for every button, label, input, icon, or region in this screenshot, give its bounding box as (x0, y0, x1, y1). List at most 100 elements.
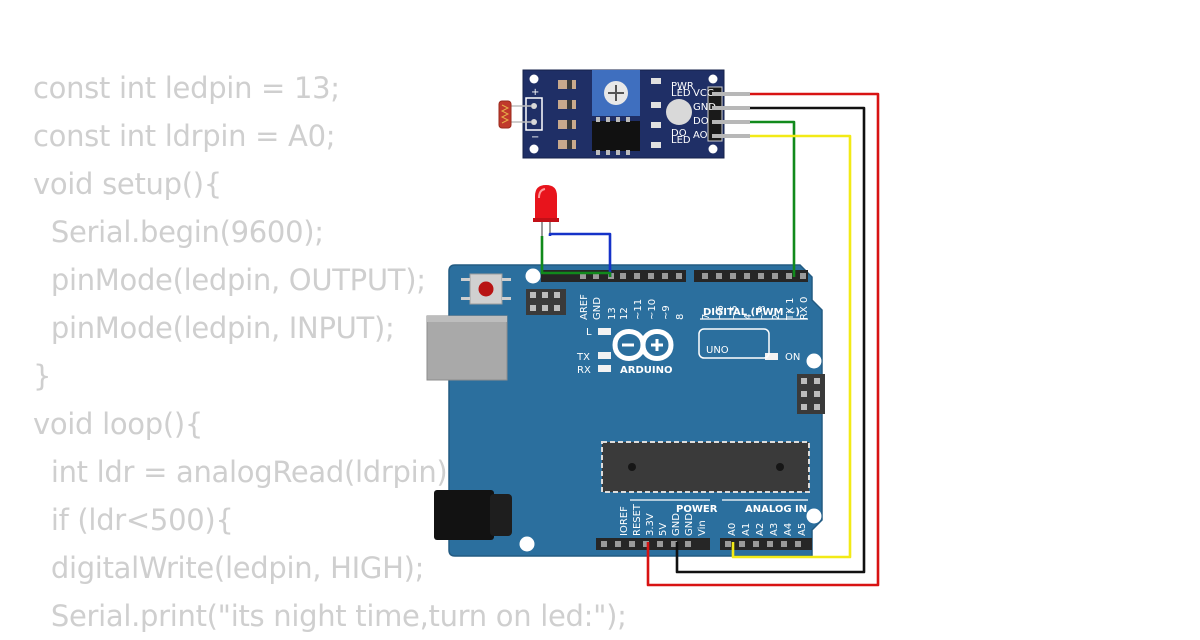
digital-pin-socket (730, 273, 736, 279)
digital-pin-socket (786, 273, 792, 279)
digital-pin-socket (580, 273, 586, 279)
mounting-hole (806, 508, 822, 524)
atmega-chip (601, 441, 810, 493)
code-line: Serial.begin(9600); (33, 215, 324, 249)
analog-pin-socket (781, 541, 787, 547)
digital-pin-label: 12 (619, 307, 630, 320)
analog-pin-socket (739, 541, 745, 547)
analog-pin-label: A1 (741, 523, 752, 536)
analog-header (720, 538, 812, 550)
icsp-header-right (797, 374, 825, 414)
code-line: void loop(){ (33, 407, 204, 441)
sensor-pin (712, 120, 750, 124)
mounting-hole (525, 268, 541, 284)
comparator-chip (592, 117, 640, 155)
power-pin-socket (685, 541, 691, 547)
power-pin-label: GND (671, 513, 682, 536)
digital-pin-socket (716, 273, 722, 279)
power-pin-label: 5V (658, 523, 669, 536)
digital-pin-socket (620, 273, 626, 279)
arduino-logo-text: ARDUINO (620, 365, 672, 376)
code-line: pinMode(ledpin, INPUT); (33, 311, 395, 345)
analog-pin-socket (795, 541, 801, 547)
rx-led-label: RX (577, 365, 591, 376)
digital-pin-label: ~11 (633, 299, 644, 320)
analog-header-label: ANALOG IN (745, 504, 807, 515)
power-pin-label: GND (684, 513, 695, 536)
sensor-pin-label: AO (693, 130, 708, 141)
sensor-pin (712, 134, 750, 138)
digital-pin-label: 13 (607, 307, 618, 320)
plus-label: + (531, 87, 539, 98)
do-led-label-2: LED (671, 135, 691, 146)
digital-header-label: DIGITAL (PWM ~) (703, 307, 800, 318)
model-badge (698, 328, 770, 359)
wire-do-to-pin2 (750, 120, 796, 277)
digital-pin-socket (758, 273, 764, 279)
digital-pin-socket (800, 273, 806, 279)
power-pin-label: 3.3V (645, 513, 656, 536)
indicator-led (666, 99, 692, 125)
digital-pin-label: 2 (771, 314, 782, 320)
digital-pin-label: AREF (579, 294, 590, 320)
code-line: pinMode(ledpin, OUTPUT); (33, 263, 426, 297)
wire-ao-to-a0 (731, 134, 852, 559)
code-line: void setup(){ (33, 167, 222, 201)
icsp-header (526, 289, 566, 315)
digital-pin-socket (772, 273, 778, 279)
usb-connector (426, 315, 508, 381)
status-leds: L TX RX ON (576, 327, 800, 376)
power-pin-socket (643, 541, 649, 547)
power-pin-label: Vin (697, 520, 708, 536)
power-pin-socket (601, 541, 607, 547)
power-pin-label: RESET (632, 503, 643, 536)
arduino-logo (612, 329, 674, 361)
power-pin-socket (629, 541, 635, 547)
digital-pin-label: GND (592, 297, 603, 320)
pwr-led-label-2: LED (671, 88, 691, 99)
code-line: Serial.print("its night time,turn on led… (33, 599, 627, 633)
sensor-pin-label: VCC (693, 88, 714, 99)
code-listing: const int ledpin = 13;const int ldrpin =… (33, 64, 627, 640)
digital-pin-label: ~9 (661, 305, 672, 320)
digital-pin-label: RX 0 (799, 297, 810, 320)
digital-pin-label: ~5 (729, 305, 740, 320)
power-pin-label: IOREF (619, 506, 630, 536)
code-line: const int ldrpin = A0; (33, 119, 336, 153)
dc-power-jack (434, 490, 512, 540)
arduino-uno-board: DIGITAL (PWM ~) L TX RX ON ARDUINO UNO (426, 264, 825, 557)
analog-pin-socket (767, 541, 773, 547)
digital-pin-label: TX 1 (785, 298, 796, 322)
power-pin-socket (671, 541, 677, 547)
digital-pin-socket (744, 273, 750, 279)
photoresistor (498, 97, 543, 131)
digital-pin-socket (702, 273, 708, 279)
power-pin-socket (657, 541, 663, 547)
red-led (533, 185, 559, 236)
sensor-pin-label: DO (693, 116, 709, 127)
sensor-pin-label: GND (693, 102, 716, 113)
digital-pin-socket (634, 273, 640, 279)
code-line: int ldr = analogRead(ldrpin); (33, 455, 457, 489)
power-pin-socket (615, 541, 621, 547)
wire-led-to-gnd (548, 232, 612, 277)
wire-gnd-to-gnd (675, 106, 866, 574)
digital-pin-label: ~3 (757, 305, 768, 320)
code-line: } (33, 359, 52, 393)
digital-pin-socket (648, 273, 654, 279)
code-line: if (ldr<500){ (33, 503, 234, 537)
digital-pin-label: 8 (675, 314, 686, 320)
analog-pin-socket (725, 541, 731, 547)
tx-led-label: TX (576, 352, 590, 363)
ldr-sensor-module: + − (498, 69, 750, 159)
do-led-label-1: DO (671, 128, 687, 139)
digital-pin-label: 7 (701, 314, 712, 320)
digital-pin-label: ~6 (715, 305, 726, 320)
reset-button (461, 273, 511, 305)
analog-pin-label: A0 (727, 523, 738, 536)
analog-pin-label: A3 (769, 523, 780, 536)
